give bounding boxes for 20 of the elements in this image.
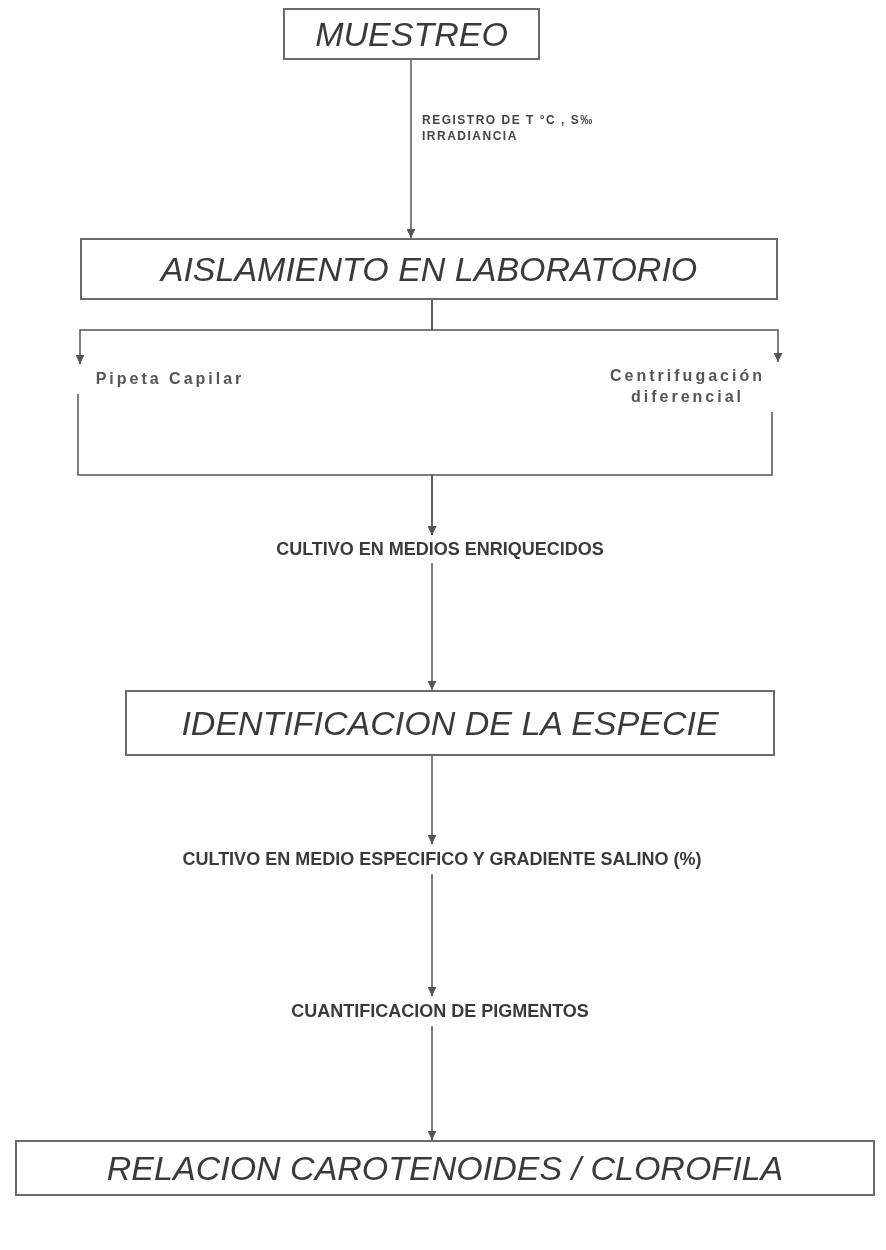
- box-title: MUESTREO: [315, 14, 508, 54]
- step-heading: CULTIVO EN MEDIOS ENRIQUECIDOS: [276, 538, 604, 560]
- arrow: [431, 299, 783, 363]
- box-title: RELACION CAROTENOIDES / CLOROFILA: [106, 1148, 784, 1188]
- process-box: [15, 1140, 875, 1196]
- step-text: Pipeta Capilar: [95, 368, 245, 389]
- process-box: [80, 238, 778, 300]
- step-heading: CUANTIFICACION DE PIGMENTOS: [291, 1000, 589, 1022]
- arrow: [427, 873, 437, 997]
- box-title: IDENTIFICACION DE LA ESPECIE: [181, 703, 719, 743]
- arrow: [427, 755, 437, 845]
- step-text: Centrifugación diferencial: [609, 366, 766, 407]
- arrow: [427, 411, 773, 536]
- process-box: [283, 8, 540, 60]
- arrow: [427, 1025, 437, 1141]
- arrow: [427, 562, 437, 691]
- box-title: AISLAMIENTO EN LABORATORIO: [160, 249, 698, 289]
- process-box: [125, 690, 775, 756]
- arrow: [406, 59, 416, 239]
- step-heading: CULTIVO EN MEDIO ESPECIFICO Y GRADIENTE SALINO (%): [182, 848, 702, 870]
